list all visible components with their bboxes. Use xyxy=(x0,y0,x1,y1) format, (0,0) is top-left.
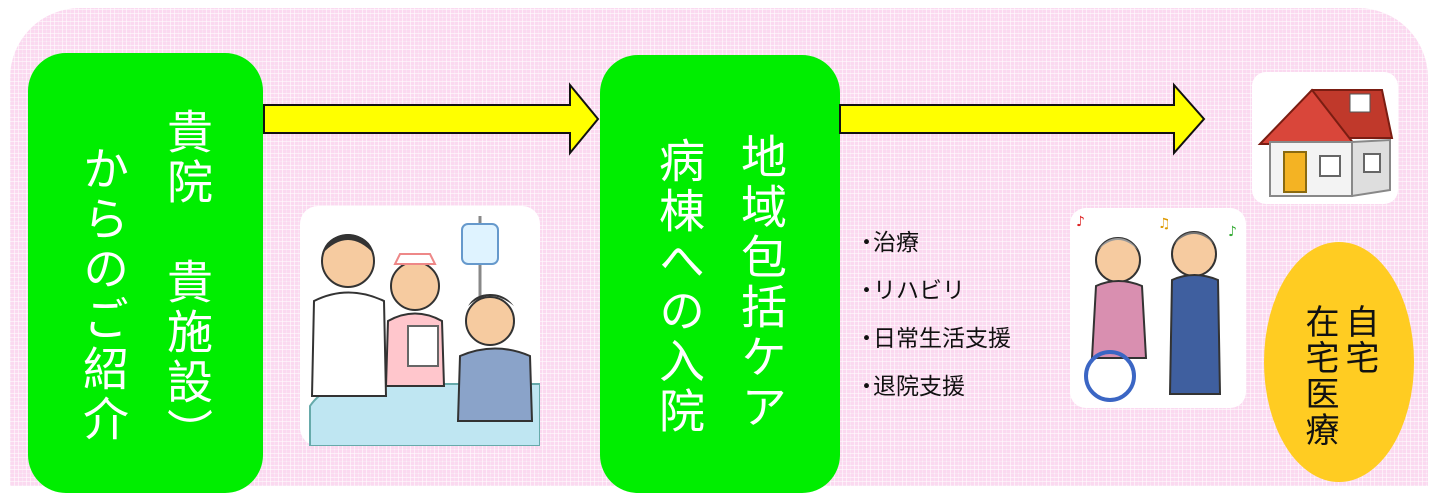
ward-admission-box: 地域包括ケア 病棟への入院 xyxy=(600,55,840,493)
referral-text-line2: からのご紹介 xyxy=(76,145,130,445)
svg-text:♪: ♪ xyxy=(1228,224,1237,240)
doctor-nurse-patient-illustration xyxy=(300,206,541,447)
service-item: ・退院支援 xyxy=(855,374,965,400)
referral-text-line1: 貴院 貴施設） xyxy=(160,108,214,458)
house-icon xyxy=(1252,72,1398,204)
svg-text:♪: ♪ xyxy=(1076,214,1085,230)
elderly-exercise-illustration: ♪ ♫ ♪ xyxy=(1070,208,1246,408)
service-item: ・治療 xyxy=(855,230,919,256)
arrow-to-home xyxy=(839,82,1206,156)
ward-text-line1: 地域包括ケア xyxy=(734,133,788,433)
home-care-line1: 自宅 xyxy=(1339,304,1379,376)
ward-text-line2: 病棟への入院 xyxy=(652,137,706,437)
arrow-to-ward xyxy=(263,82,600,156)
referral-box: 貴院 貴施設） からのご紹介 xyxy=(28,53,263,493)
home-care-ellipse: 自宅 在宅医療 xyxy=(1264,242,1414,482)
home-care-line2: 在宅医療 xyxy=(1299,304,1339,448)
svg-text:♫: ♫ xyxy=(1158,216,1171,232)
services-list: ・治療 ・リハビリ ・日常生活支援 ・退院支援 xyxy=(855,226,1011,418)
service-item: ・リハビリ xyxy=(855,278,965,304)
service-item: ・日常生活支援 xyxy=(855,326,1011,352)
